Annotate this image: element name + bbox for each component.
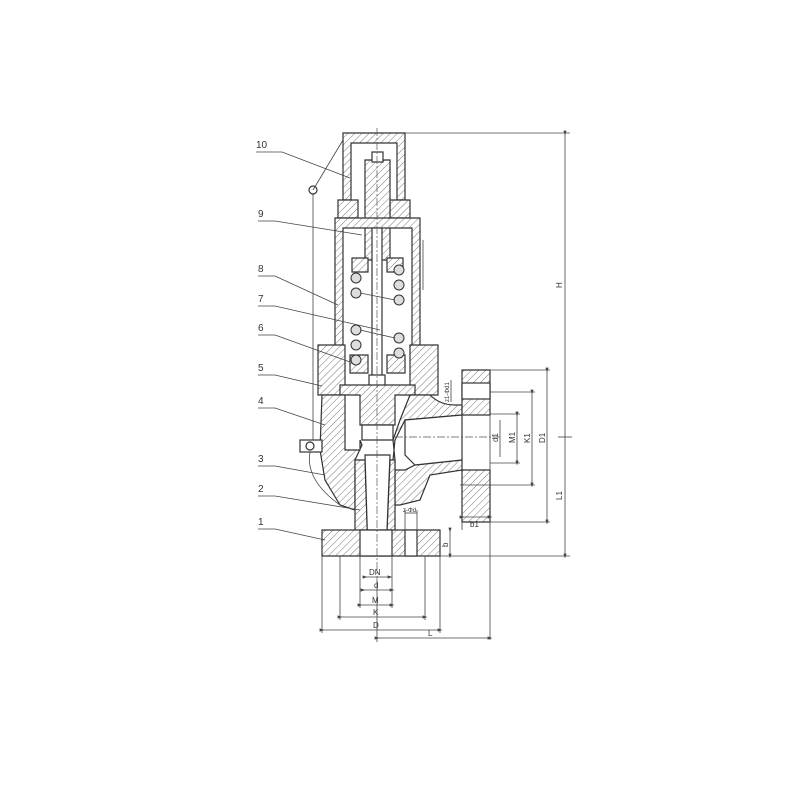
callout-5: 5 [258,363,264,374]
callout-3: 3 [258,454,264,465]
lower-spring-seat-right [386,354,406,374]
dim-DN: DN [369,568,381,577]
dim-d1: d1 [491,433,500,442]
dim-K1: K1 [523,433,532,443]
dim-M1: M1 [508,431,517,443]
upper-spring-seat [351,257,369,273]
callout-10: 10 [256,140,268,151]
callout-6: 6 [258,323,264,334]
outlet-flange [461,369,491,523]
dim-b1: b1 [470,520,479,529]
callout-8: 8 [258,264,264,275]
spring [350,264,405,366]
valve-body [319,394,463,511]
dim-z1-phi-d1: z1-Φd1 [445,382,451,402]
inlet-flange [321,529,441,557]
disc [361,424,394,441]
part-callouts: 10 9 8 7 6 5 4 3 2 1 [256,140,381,541]
dim-d: d [374,581,378,590]
callout-1: 1 [258,517,264,528]
callout-2: 2 [258,484,264,495]
dim-D: D [373,621,379,630]
dimension-labels: H L1 D1 K1 M1 d1 z1-Φd1 b1 b z-Φd DN d M… [369,282,564,638]
dim-L: L [428,629,433,638]
dim-M: M [372,596,379,605]
dim-K: K [373,608,379,617]
dim-D1: D1 [538,432,547,443]
dim-z-phi-d: z-Φd [403,508,416,514]
callout-7: 7 [258,294,264,305]
dim-b: b [441,542,450,547]
guide [339,384,416,426]
body-nut-right [409,344,439,396]
dim-H: H [555,282,564,288]
cap [337,132,411,219]
dim-L1: L1 [555,491,564,500]
callout-9: 9 [258,209,264,220]
callout-4: 4 [258,396,264,407]
dimension-lines [319,130,572,642]
